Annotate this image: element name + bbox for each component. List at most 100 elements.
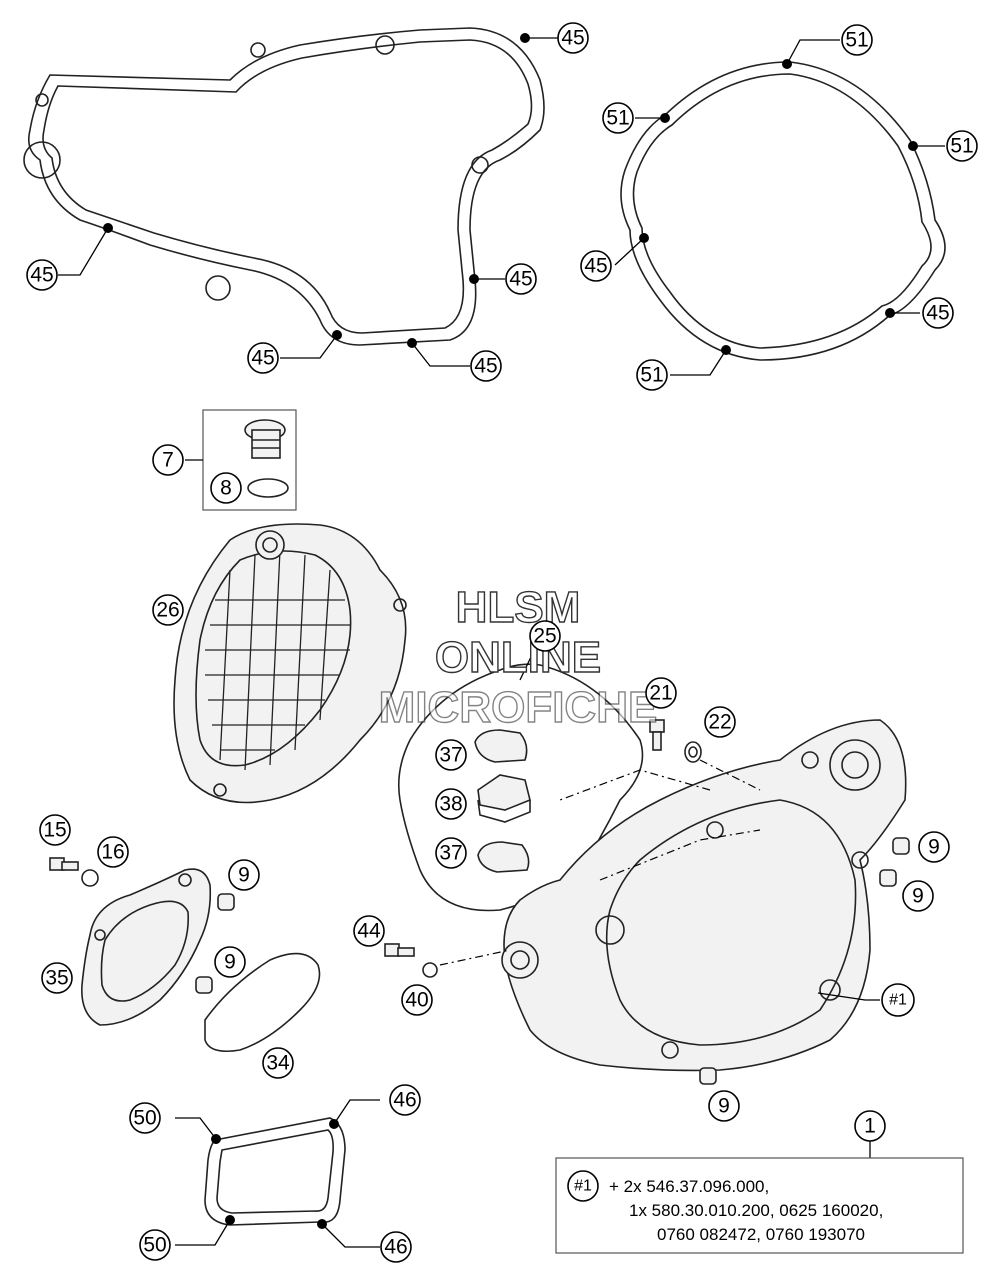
callout-45[interactable]: 45 <box>922 297 954 329</box>
callout-25[interactable]: 25 <box>529 620 561 652</box>
washer-40 <box>422 962 438 978</box>
callouts: 45 45 45 45 45 51 51 51 45 45 51 7 8 26 … <box>26 22 978 1263</box>
svg-text:9: 9 <box>912 885 924 908</box>
ignition-cover <box>173 523 407 804</box>
svg-text:34: 34 <box>266 1052 290 1075</box>
svg-text:45: 45 <box>509 268 532 291</box>
callout-51[interactable]: 51 <box>602 102 634 134</box>
bottom-gasket <box>204 1117 346 1226</box>
svg-text:45: 45 <box>251 347 274 370</box>
note-line-1: + 2x 546.37.096.000, <box>609 1177 769 1196</box>
callout-51[interactable]: 51 <box>841 24 873 56</box>
screw-21 <box>649 719 665 751</box>
svg-text:38: 38 <box>439 793 462 816</box>
clutch-cover <box>501 719 907 1072</box>
assembly-line-a <box>559 769 711 801</box>
note-line-2: 1x 580.30.010.200, 0625 160020, <box>629 1201 883 1220</box>
callout-45[interactable]: 45 <box>557 22 589 54</box>
callout-7[interactable]: 7 <box>152 444 184 476</box>
seals-37-38 <box>474 729 531 873</box>
screw-44 <box>384 943 415 957</box>
callout-9[interactable]: 9 <box>918 831 950 863</box>
callout-8[interactable]: 8 <box>210 472 242 504</box>
callout-hash-1[interactable]: #1 <box>881 983 915 1017</box>
callout-21[interactable]: 21 <box>645 677 677 709</box>
svg-text:9: 9 <box>718 1095 730 1118</box>
svg-text:51: 51 <box>950 135 973 158</box>
svg-text:#1: #1 <box>889 992 907 1009</box>
callout-37[interactable]: 37 <box>435 837 467 869</box>
crankcase-gasket <box>23 27 545 346</box>
svg-text:50: 50 <box>133 1107 156 1130</box>
callout-46[interactable]: 46 <box>380 1231 412 1263</box>
callout-45[interactable]: 45 <box>26 259 58 291</box>
svg-text:45: 45 <box>474 355 497 378</box>
callout-38[interactable]: 38 <box>435 788 467 820</box>
water-pump-cover <box>81 868 212 1026</box>
dowel-pins <box>195 837 910 1085</box>
watermark-line-1: HLSM <box>456 583 581 632</box>
svg-text:9: 9 <box>224 951 236 974</box>
washer-22 <box>684 741 702 763</box>
watermark: HLSM ONLINE MICROFICHE <box>378 582 658 732</box>
svg-text:40: 40 <box>405 989 428 1012</box>
screw-15 <box>49 857 79 871</box>
svg-text:21: 21 <box>649 682 672 705</box>
washer-16 <box>81 869 99 887</box>
svg-text:51: 51 <box>640 364 663 387</box>
callout-37[interactable]: 37 <box>435 739 467 771</box>
callout-22[interactable]: 22 <box>704 706 736 738</box>
watermark-line-2: ONLINE <box>435 633 601 682</box>
assembly-line-b <box>599 829 761 881</box>
svg-text:51: 51 <box>845 29 868 52</box>
callout-50[interactable]: 50 <box>129 1102 161 1134</box>
svg-text:16: 16 <box>101 841 124 864</box>
callout-35[interactable]: 35 <box>41 962 73 994</box>
svg-text:46: 46 <box>384 1236 407 1259</box>
svg-text:45: 45 <box>30 264 53 287</box>
assembly-line-c <box>439 949 511 966</box>
callout-15[interactable]: 15 <box>39 814 71 846</box>
callout-45[interactable]: 45 <box>470 350 502 382</box>
svg-text:37: 37 <box>439 744 462 767</box>
oil-plug-box <box>202 409 297 511</box>
svg-text:35: 35 <box>45 967 68 990</box>
callout-45[interactable]: 45 <box>580 250 612 282</box>
clutch-gasket-25 <box>397 663 644 912</box>
kit-note-box: #1 + 2x 546.37.096.000, 1x 580.30.010.20… <box>555 1157 964 1254</box>
svg-text:45: 45 <box>926 302 949 325</box>
callout-26[interactable]: 26 <box>152 594 184 626</box>
callout-50[interactable]: 50 <box>139 1229 171 1261</box>
callout-9[interactable]: 9 <box>214 946 246 978</box>
svg-text:1: 1 <box>864 1115 876 1138</box>
svg-text:22: 22 <box>708 711 731 734</box>
svg-text:9: 9 <box>928 836 940 859</box>
callout-9[interactable]: 9 <box>228 859 260 891</box>
note-tag: #1 <box>574 1178 592 1195</box>
callout-44[interactable]: 44 <box>353 915 385 947</box>
water-pump-gasket <box>204 952 321 1053</box>
callout-45[interactable]: 45 <box>505 263 537 295</box>
svg-text:9: 9 <box>238 864 250 887</box>
watermark-line-3: MICROFICHE <box>379 683 658 732</box>
callout-45[interactable]: 45 <box>247 342 279 374</box>
callout-40[interactable]: 40 <box>401 984 433 1016</box>
svg-text:50: 50 <box>143 1234 166 1257</box>
callout-51[interactable]: 51 <box>636 359 668 391</box>
svg-text:25: 25 <box>533 625 556 648</box>
callout-51[interactable]: 51 <box>946 130 978 162</box>
svg-text:15: 15 <box>43 819 66 842</box>
callout-9[interactable]: 9 <box>708 1090 740 1122</box>
callout-34[interactable]: 34 <box>262 1047 294 1079</box>
callout-16[interactable]: 16 <box>97 836 129 868</box>
callout-9[interactable]: 9 <box>902 880 934 912</box>
svg-text:26: 26 <box>156 599 179 622</box>
svg-text:46: 46 <box>393 1089 416 1112</box>
callout-46[interactable]: 46 <box>389 1084 421 1116</box>
svg-text:45: 45 <box>584 255 607 278</box>
leader-lines <box>58 33 945 1248</box>
svg-text:45: 45 <box>561 27 584 50</box>
callout-1[interactable]: 1 <box>854 1110 886 1142</box>
svg-text:37: 37 <box>439 842 462 865</box>
